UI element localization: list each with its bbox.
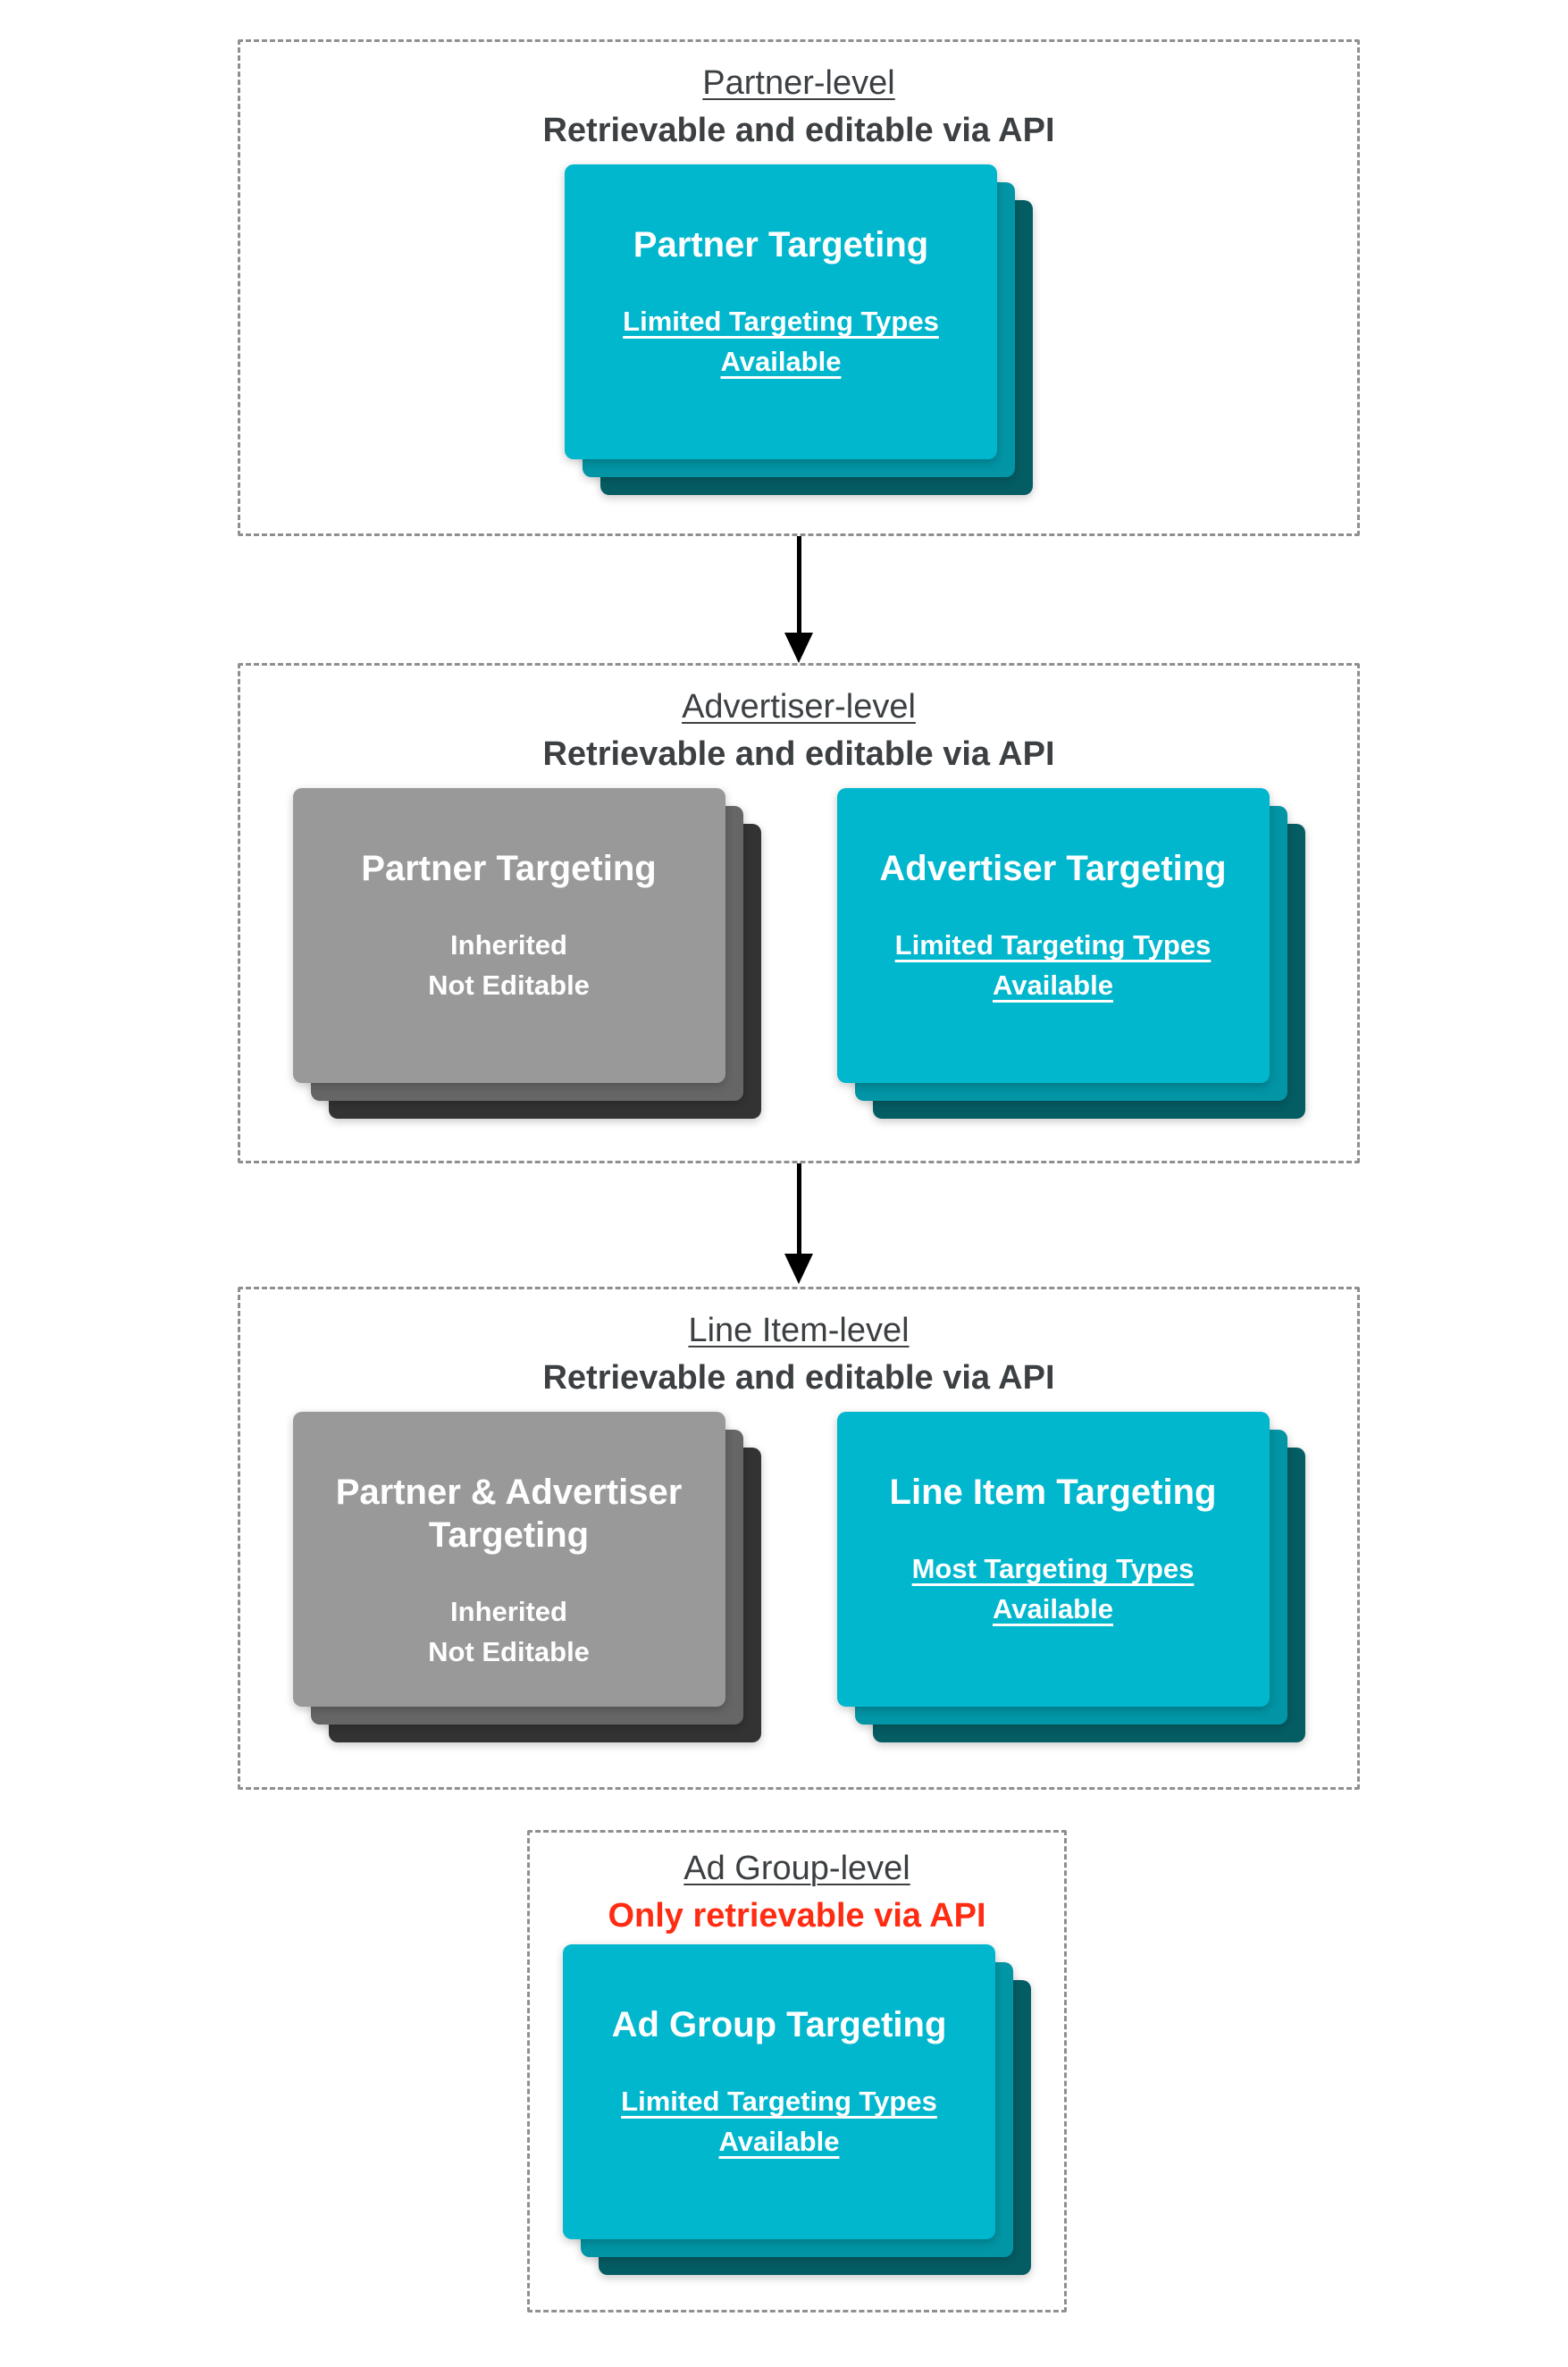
arrow-down-icon <box>784 536 814 663</box>
section-ad-group-level: Ad Group-level Only retrievable via API … <box>527 1830 1067 2312</box>
level-heading: Line Item-level Retrievable and editable… <box>240 1289 1357 1399</box>
card-stack: Ad Group Targeting Limited Targeting Typ… <box>563 1944 1031 2276</box>
card-detail-line: Inherited <box>450 929 567 961</box>
card-stack: Partner & Advertiser Targeting Inherited… <box>292 1412 761 1743</box>
card-detail-line: Limited Targeting Types <box>894 929 1212 961</box>
level-heading: Partner-level Retrievable and editable v… <box>240 42 1357 152</box>
level-subtitle: Retrievable and editable via API <box>542 1358 1055 1397</box>
section-partner-level: Partner-level Retrievable and editable v… <box>238 39 1360 536</box>
card-stack: Partner Targeting Limited Targeting Type… <box>565 164 1033 496</box>
targeting-card: Advertiser Targeting Limited Targeting T… <box>836 788 1270 1084</box>
card-title: Partner & Advertiser Targeting <box>335 1473 683 1556</box>
card-title: Line Item Targeting <box>889 1473 1217 1513</box>
card-detail-line: Inherited <box>450 1596 567 1628</box>
targeting-card: Partner & Advertiser Targeting Inherited… <box>292 1412 725 1708</box>
card-detail-line: Limited Targeting Types <box>621 2086 937 2118</box>
arrow-head <box>784 1254 813 1284</box>
level-heading: Advertiser-level Retrievable and editabl… <box>240 666 1357 776</box>
card-detail-line: Limited Targeting Types <box>623 306 939 338</box>
section-advertiser-level: Advertiser-level Retrievable and editabl… <box>238 663 1360 1163</box>
level-title: Advertiser-level <box>682 688 916 726</box>
level-heading: Ad Group-level Only retrievable via API <box>530 1833 1064 1937</box>
card-stack: Line Item Targeting Most Targeting Types… <box>836 1412 1305 1743</box>
card-stack: Advertiser Targeting Limited Targeting T… <box>836 788 1305 1120</box>
targeting-card: Partner Targeting Inherited Not Editable <box>292 788 725 1084</box>
card-detail-line: Most Targeting Types <box>911 1553 1195 1585</box>
targeting-card: Partner Targeting Limited Targeting Type… <box>565 164 997 460</box>
card-title: Partner Targeting <box>633 225 929 265</box>
card-title: Partner Targeting <box>361 849 657 889</box>
section-line-item-level: Line Item-level Retrievable and editable… <box>238 1287 1360 1790</box>
card-stack: Partner Targeting Inherited Not Editable <box>292 788 761 1120</box>
targeting-card: Ad Group Targeting Limited Targeting Typ… <box>563 1944 995 2240</box>
card-detail-line: Not Editable <box>428 969 590 1002</box>
card-row: Partner & Advertiser Targeting Inherited… <box>240 1412 1357 1743</box>
level-title: Partner-level <box>702 64 895 102</box>
targeting-card: Line Item Targeting Most Targeting Types… <box>836 1412 1270 1708</box>
card-detail-line: Not Editable <box>428 1636 590 1668</box>
arrow-head <box>784 633 813 663</box>
level-title: Line Item-level <box>688 1312 910 1349</box>
card-title: Advertiser Targeting <box>879 849 1227 889</box>
card-title: Ad Group Targeting <box>611 2005 947 2045</box>
card-row: Ad Group Targeting Limited Targeting Typ… <box>530 1944 1064 2276</box>
card-detail-line: Available <box>993 1593 1113 1625</box>
arrow-shaft <box>796 1163 801 1255</box>
level-subtitle: Only retrievable via API <box>608 1896 986 1935</box>
card-detail-line: Available <box>993 969 1113 1002</box>
card-detail-line: Available <box>718 2126 840 2158</box>
card-detail-line: Available <box>720 346 842 378</box>
arrow-shaft <box>796 536 801 634</box>
level-title: Ad Group-level <box>683 1850 910 1887</box>
level-subtitle: Retrievable and editable via API <box>542 734 1055 773</box>
card-row: Partner Targeting Limited Targeting Type… <box>240 164 1357 496</box>
arrow-down-icon <box>784 1163 814 1284</box>
card-row: Partner Targeting Inherited Not Editable… <box>240 788 1357 1120</box>
level-subtitle: Retrievable and editable via API <box>542 111 1055 149</box>
